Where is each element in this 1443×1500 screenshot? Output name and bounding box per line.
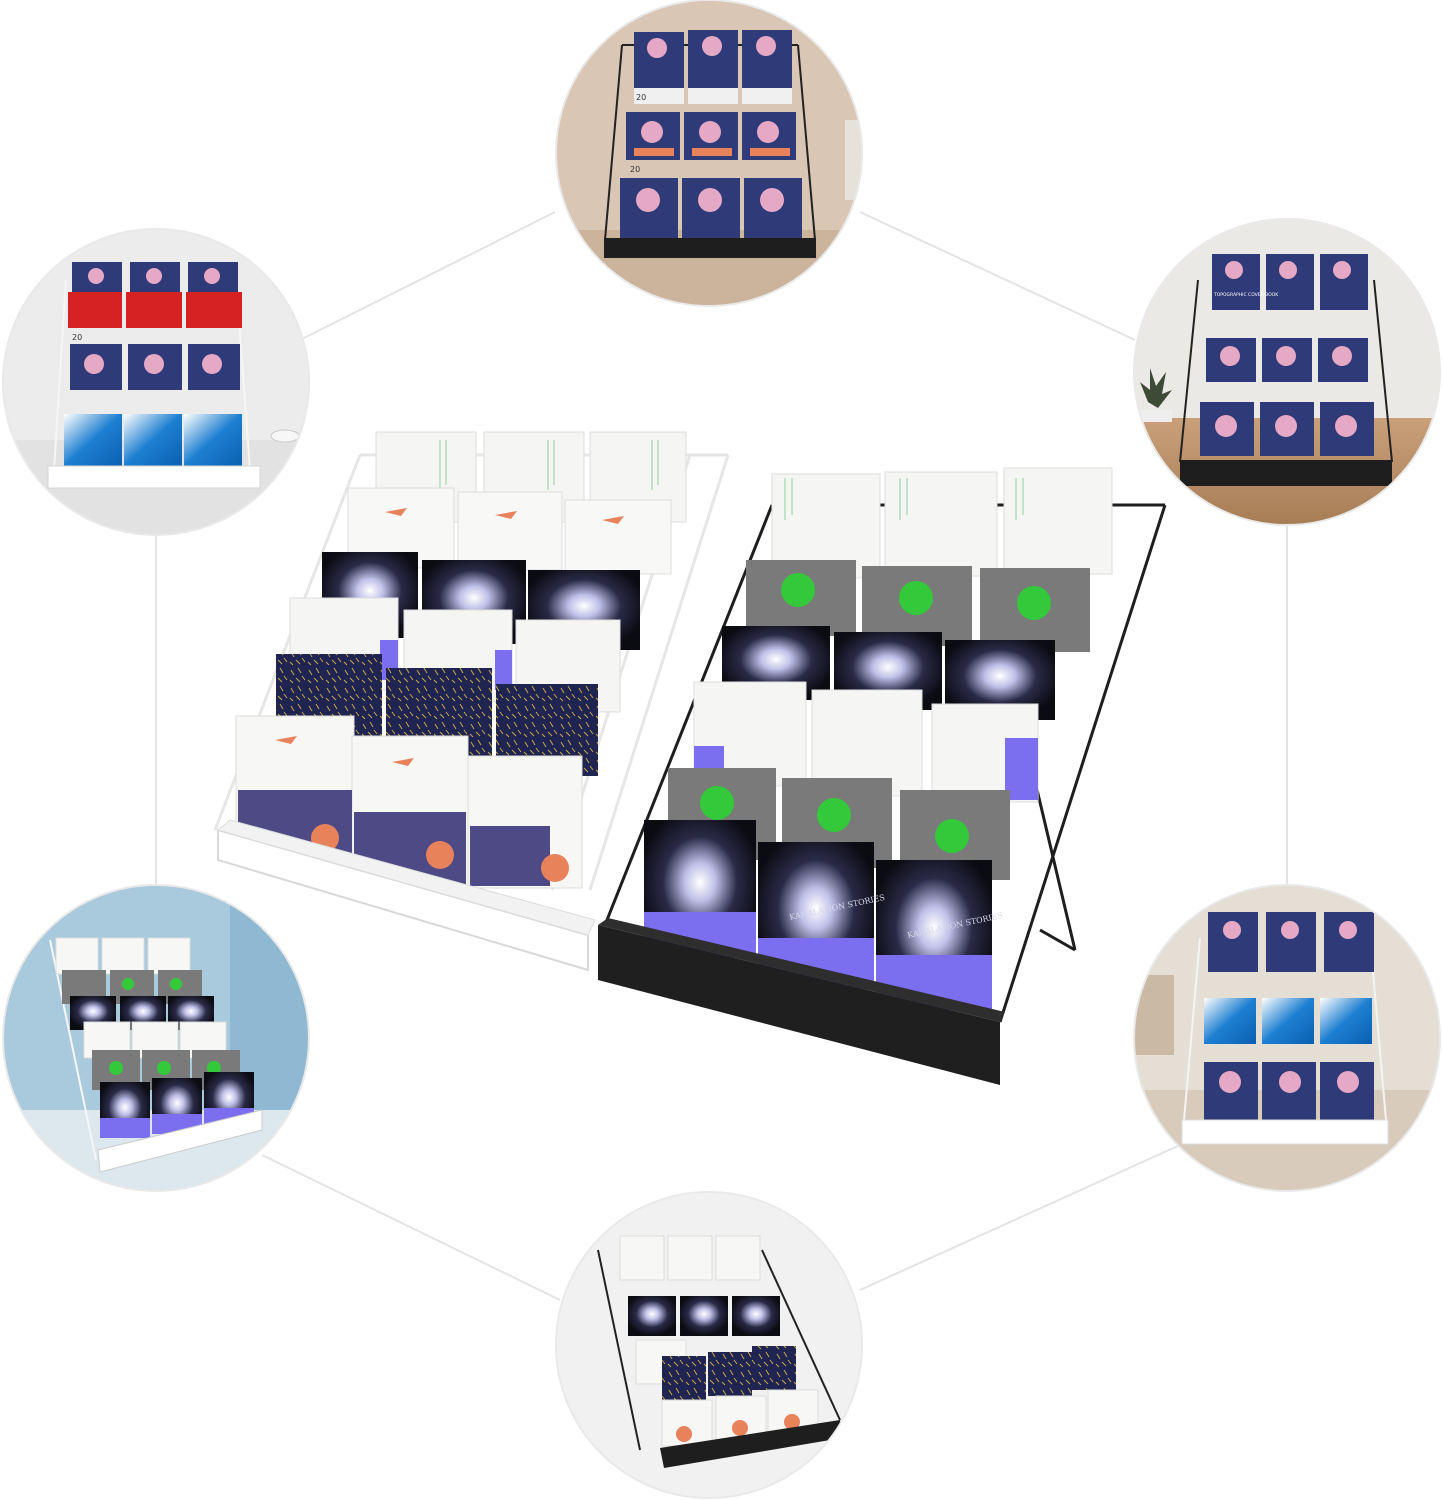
vignette-tag: 20: [636, 93, 646, 102]
vignette-mid-right: [1134, 885, 1440, 1191]
vignette-tag-2: 20: [630, 165, 640, 174]
black-rack-tier-2: [746, 560, 1090, 652]
white-rack-tier-2: [347, 487, 672, 575]
white-rack-tier-6: [235, 715, 583, 889]
vignette-books: 20 20: [620, 30, 802, 240]
vignette-top-center: 20 20: [556, 0, 862, 306]
vignette-top-right: TOPOGRAPHIC COVER BOOK: [1134, 219, 1440, 525]
white-rack: [213, 431, 730, 972]
connector-lines: [155, 211, 1288, 1301]
vignette-bottom-center: [556, 1192, 862, 1498]
black-rack: KAHALATION STORIES KAHALATION STORIES: [598, 467, 1167, 1085]
vignette-topo-title: TOPOGRAPHIC COVER BOOK: [1213, 292, 1279, 298]
vignette-top-left: 20: [3, 229, 309, 535]
vignette-tag-left: 20: [72, 333, 82, 342]
